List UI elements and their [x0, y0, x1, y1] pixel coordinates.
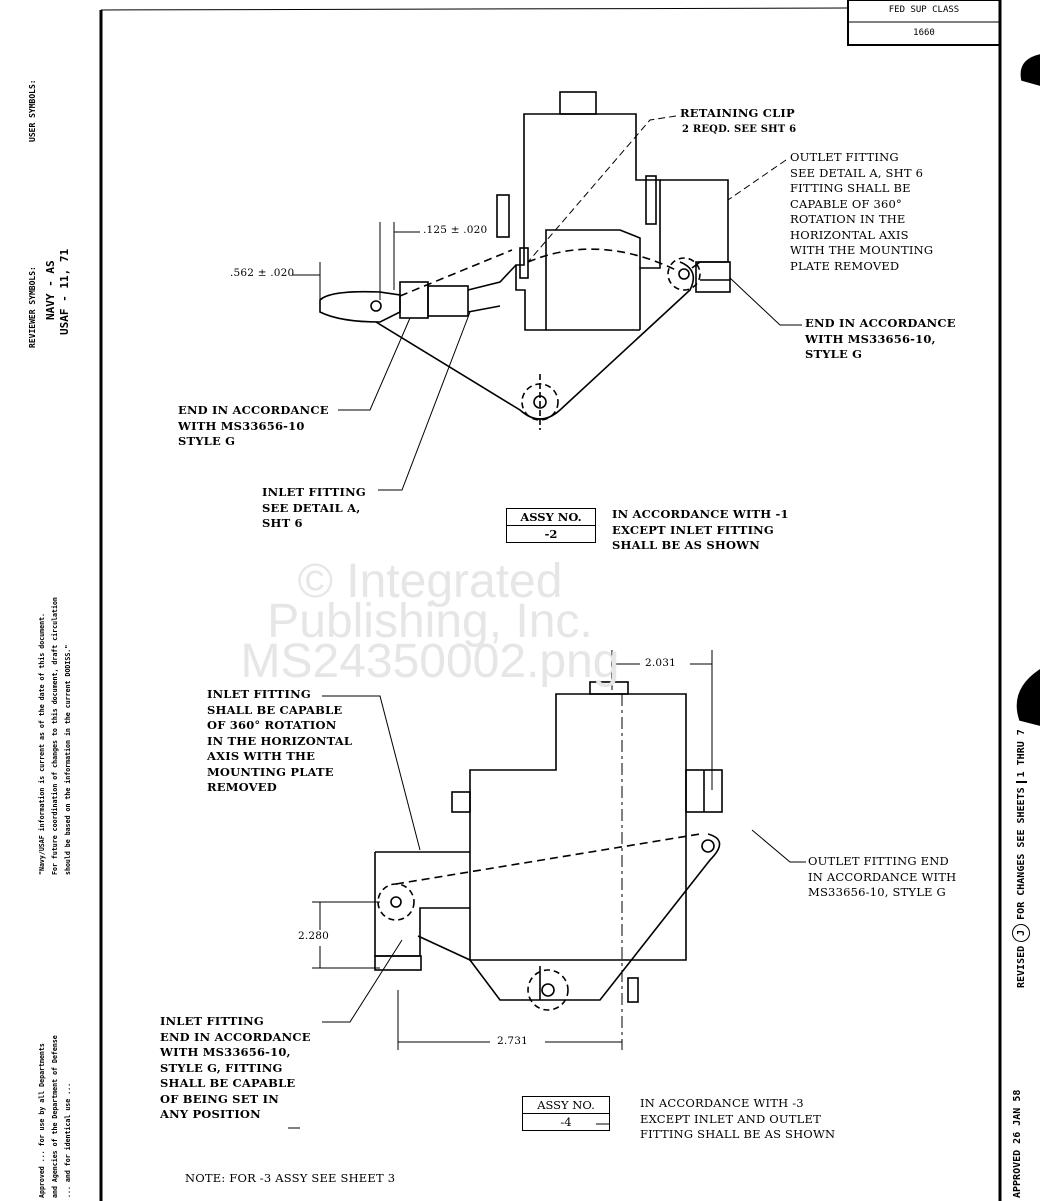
callout-line: WITH MS33656-10,	[160, 1045, 291, 1059]
fsc-value: 1660	[913, 28, 935, 38]
notice-line: For future coordination of changes to th…	[51, 597, 59, 875]
edge-mark	[1016, 669, 1040, 726]
outlet-end-callout-lower: OUTLET FITTING END IN ACCORDANCE WITH MS…	[808, 854, 956, 901]
callout-line: OUTLET FITTING END	[808, 854, 949, 868]
callout-line: END IN ACCORDANCE	[160, 1029, 311, 1044]
callout-line: PLATE REMOVED	[790, 258, 900, 273]
callout-line: FITTING SHALL BE	[790, 181, 911, 195]
callout-line: AXIS WITH THE	[207, 749, 316, 763]
revision-letter-circle: J	[1012, 923, 1030, 942]
watermark: © Integrated Publishing, Inc. MS24350002…	[60, 555, 800, 688]
callout-line: REMOVED	[207, 780, 277, 794]
approval-line: ... and for identical use ...	[64, 1082, 72, 1198]
note-line: EXCEPT INLET AND OUTLET	[640, 1111, 821, 1126]
callout-line: END IN ACCORDANCE	[805, 316, 956, 330]
note-line: EXCEPT INLET FITTING	[612, 522, 774, 537]
usaf-code: USAF - 11, 71	[58, 248, 71, 335]
callout-line: STYLE G	[178, 434, 236, 448]
callout-line: STYLE G	[805, 347, 863, 361]
callout-line: IN THE HORIZONTAL	[207, 733, 353, 748]
sheets-range: 1 THRU 7	[1015, 729, 1027, 784]
dimension-562: .562 ± .020	[230, 267, 295, 279]
assy-2-note: IN ACCORDANCE WITH -1 EXCEPT INLET FITTI…	[612, 507, 789, 554]
note-line: IN ACCORDANCE WITH -3	[640, 1096, 804, 1110]
watermark-line: © Integrated	[297, 555, 563, 608]
dimension-2731: 2.731	[497, 1035, 529, 1047]
watermark-line: MS24350002.png	[240, 635, 620, 688]
lower-assembly	[288, 650, 806, 1129]
callout-line: SEE DETAIL A, SHT 6	[790, 165, 924, 180]
callout-line: OUTLET FITTING	[790, 150, 899, 164]
revision-note: REVISED J FOR CHANGES SEE SHEETS 1 THRU …	[1012, 729, 1030, 988]
callout-line: MOUNTING PLATE	[207, 764, 334, 779]
assy-header: ASSY NO.	[507, 509, 595, 526]
callout-line: 2 REQD. SEE SHT 6	[682, 123, 797, 135]
callout-line: ROTATION IN THE	[790, 212, 906, 226]
revised-label: REVISED	[1015, 945, 1027, 988]
callout-line: OF BEING SET IN	[160, 1091, 279, 1106]
callout-line: WITH THE MOUNTING	[790, 243, 934, 257]
dimension-125: .125 ± .020	[423, 224, 488, 236]
callout-line: SHT 6	[262, 516, 303, 530]
callout-line: CAPABLE OF 360°	[790, 196, 902, 211]
sheet-note: NOTE: FOR -3 ASSY SEE SHEET 3	[185, 1171, 396, 1185]
notice-line: should be based on the information in th…	[64, 644, 72, 875]
assy-header: ASSY NO.	[523, 1097, 609, 1114]
assy-number: -4	[560, 1115, 572, 1129]
coordination-notice: "Navy/USAF information is current as of …	[36, 597, 75, 875]
dimension-2031: 2.031	[645, 657, 677, 669]
user-symbols-label: USER SYMBOLS:	[28, 79, 37, 142]
assy-table-2: ASSY NO. -2	[506, 508, 596, 543]
approval-line: and Agencies of the Department of Defens…	[51, 1035, 59, 1198]
inlet-end-callout-lower: INLET FITTING END IN ACCORDANCE WITH MS3…	[160, 1014, 311, 1123]
approval-note: Approved ... for use by all Departments …	[36, 1035, 75, 1198]
inlet-fitting-callout: INLET FITTING SEE DETAIL A, SHT 6	[262, 485, 366, 532]
notice-line: "Navy/USAF information is current as of …	[38, 612, 46, 875]
callout-line: INLET FITTING	[207, 687, 311, 701]
callout-line: HORIZONTAL AXIS	[790, 227, 909, 242]
edge-mark	[1020, 54, 1040, 86]
approved-date: APPROVED 26 JAN 58	[1012, 1089, 1023, 1198]
fsc-label: FED SUP CLASS	[888, 5, 960, 15]
callout-line: OF 360° ROTATION	[207, 718, 337, 732]
inlet-end-callout: END IN ACCORDANCE WITH MS33656-10 STYLE …	[178, 403, 329, 450]
note-line: FITTING SHALL BE AS SHOWN	[640, 1127, 836, 1141]
callout-line: INLET FITTING	[262, 485, 366, 499]
approval-line: Approved ... for use by all Departments	[38, 1043, 46, 1198]
upper-assembly	[292, 91, 802, 491]
outlet-fitting-callout: OUTLET FITTING SEE DETAIL A, SHT 6 FITTI…	[790, 150, 933, 274]
assy-table-4: ASSY NO. -4	[522, 1096, 610, 1131]
callout-line: WITH MS33656-10	[178, 418, 305, 433]
reviewer-symbols-label: REVIEWER SYMBOLS:	[28, 266, 37, 348]
changes-label: FOR CHANGES SEE SHEETS	[1015, 787, 1027, 920]
navy-code: NAVY - AS	[44, 260, 57, 320]
callout-line: ANY POSITION	[160, 1107, 261, 1121]
outlet-end-callout: END IN ACCORDANCE WITH MS33656-10, STYLE…	[805, 316, 956, 363]
callout-line: END IN ACCORDANCE	[178, 403, 329, 417]
callout-line: RETAINING CLIP	[680, 106, 795, 120]
note-line: IN ACCORDANCE WITH -1	[612, 507, 789, 521]
retaining-clip-callout: RETAINING CLIP 2 REQD. SEE SHT 6	[680, 106, 796, 137]
callout-line: IN ACCORDANCE WITH	[808, 869, 957, 884]
callout-line: WITH MS33656-10,	[805, 331, 936, 346]
callout-line: SHALL BE CAPABLE	[160, 1076, 296, 1090]
callout-line: INLET FITTING	[160, 1014, 264, 1028]
callout-line: MS33656-10, STYLE G	[808, 885, 946, 899]
assy-number: -2	[544, 527, 558, 541]
callout-line: STYLE G, FITTING	[160, 1060, 283, 1075]
dimension-2280: 2.280	[298, 930, 330, 942]
note-line: SHALL BE AS SHOWN	[612, 538, 761, 552]
callout-line: SHALL BE CAPABLE	[207, 702, 343, 717]
frame-top	[100, 7, 849, 11]
callout-line: SEE DETAIL A,	[262, 500, 361, 515]
assy-4-note: IN ACCORDANCE WITH -3 EXCEPT INLET AND O…	[640, 1096, 835, 1143]
inlet-rotation-callout: INLET FITTING SHALL BE CAPABLE OF 360° R…	[207, 687, 352, 796]
watermark-line: Publishing, Inc.	[267, 595, 593, 648]
